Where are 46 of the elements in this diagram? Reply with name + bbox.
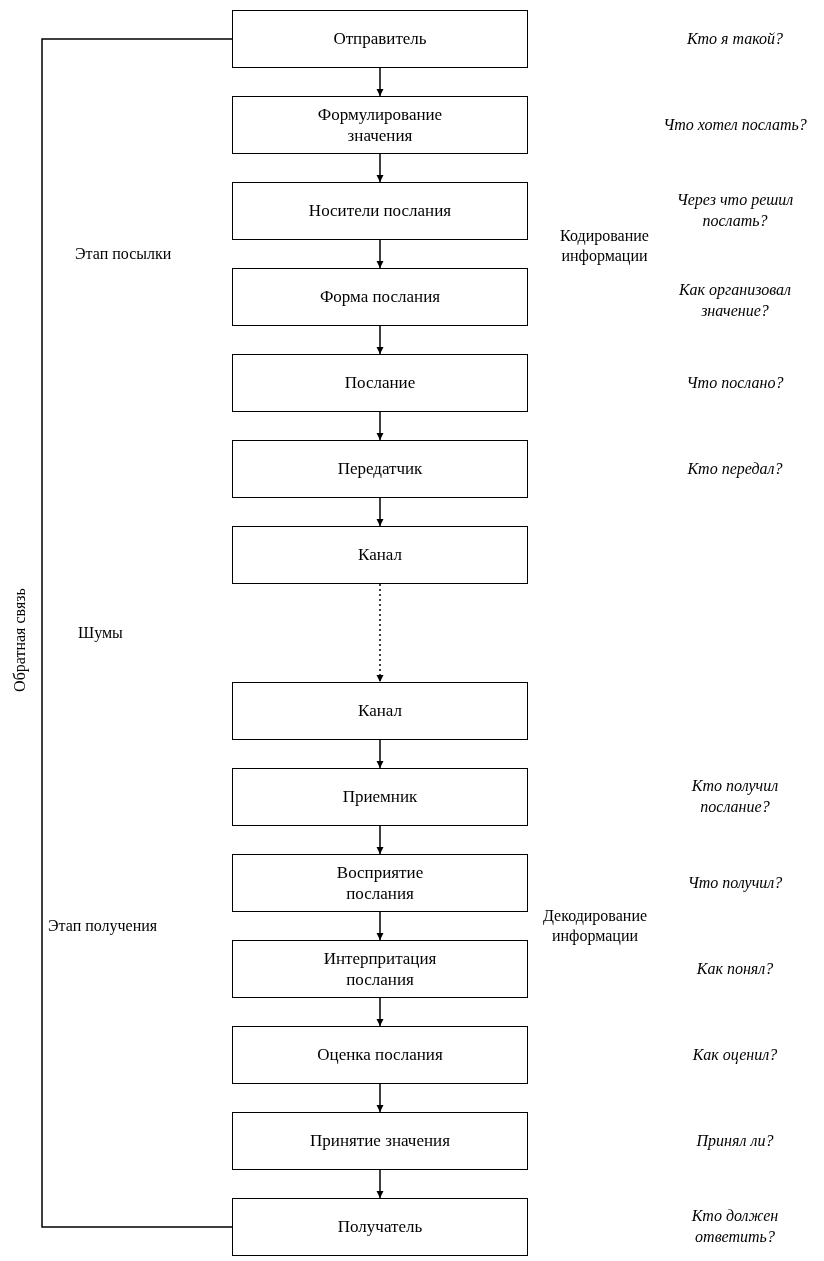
arrow: [376, 67, 384, 97]
question-note: Кто получил послание?: [690, 776, 780, 817]
question-note: Как организовал значение?: [677, 280, 793, 321]
arrow: [376, 1169, 384, 1199]
arrow: [376, 583, 384, 683]
question-note: Как оценил?: [691, 1044, 779, 1066]
stage-label: Кодирование информации: [559, 226, 650, 266]
process-box: Канал: [232, 526, 528, 584]
process-box: Восприятие послания: [232, 854, 528, 912]
arrow: [376, 997, 384, 1027]
question-note: Принял ли?: [695, 1130, 775, 1152]
feedback-line: [41, 38, 233, 1228]
process-box: Носители послания: [232, 182, 528, 240]
process-box: Передатчик: [232, 440, 528, 498]
edge-label: Обратная связь: [11, 586, 29, 694]
arrow: [376, 497, 384, 527]
question-note: Что получил?: [686, 872, 784, 894]
question-note: Что послано?: [685, 372, 785, 393]
arrow: [376, 911, 384, 941]
question-note: Кто я такой?: [685, 28, 785, 49]
stage-label: Этап посылки: [75, 244, 173, 264]
process-box: Интерпритация послания: [232, 940, 528, 998]
arrow: [376, 1083, 384, 1113]
arrow: [376, 411, 384, 441]
stage-label: Декодирование информации: [541, 906, 649, 946]
process-box: Канал: [232, 682, 528, 740]
process-box: Получатель: [232, 1198, 528, 1256]
question-note: Кто передал?: [686, 458, 784, 480]
process-box: Формулирование значения: [232, 96, 528, 154]
process-box: Приемник: [232, 768, 528, 826]
stage-label: Этап получения: [48, 916, 159, 936]
question-note: Кто должен ответить?: [690, 1206, 780, 1247]
question-note: Через что решил послать?: [675, 190, 795, 231]
arrow: [376, 825, 384, 855]
stage-label: Шумы: [78, 623, 124, 643]
question-note: Что хотел послать?: [662, 114, 808, 135]
arrow: [376, 239, 384, 269]
arrow: [376, 325, 384, 355]
question-note: Как понял?: [695, 958, 775, 979]
process-box: Форма послания: [232, 268, 528, 326]
arrow: [376, 739, 384, 769]
process-box: Оценка послания: [232, 1026, 528, 1084]
process-box: Отправитель: [232, 10, 528, 68]
process-box: Послание: [232, 354, 528, 412]
arrow: [376, 153, 384, 183]
process-box: Принятие значения: [232, 1112, 528, 1170]
